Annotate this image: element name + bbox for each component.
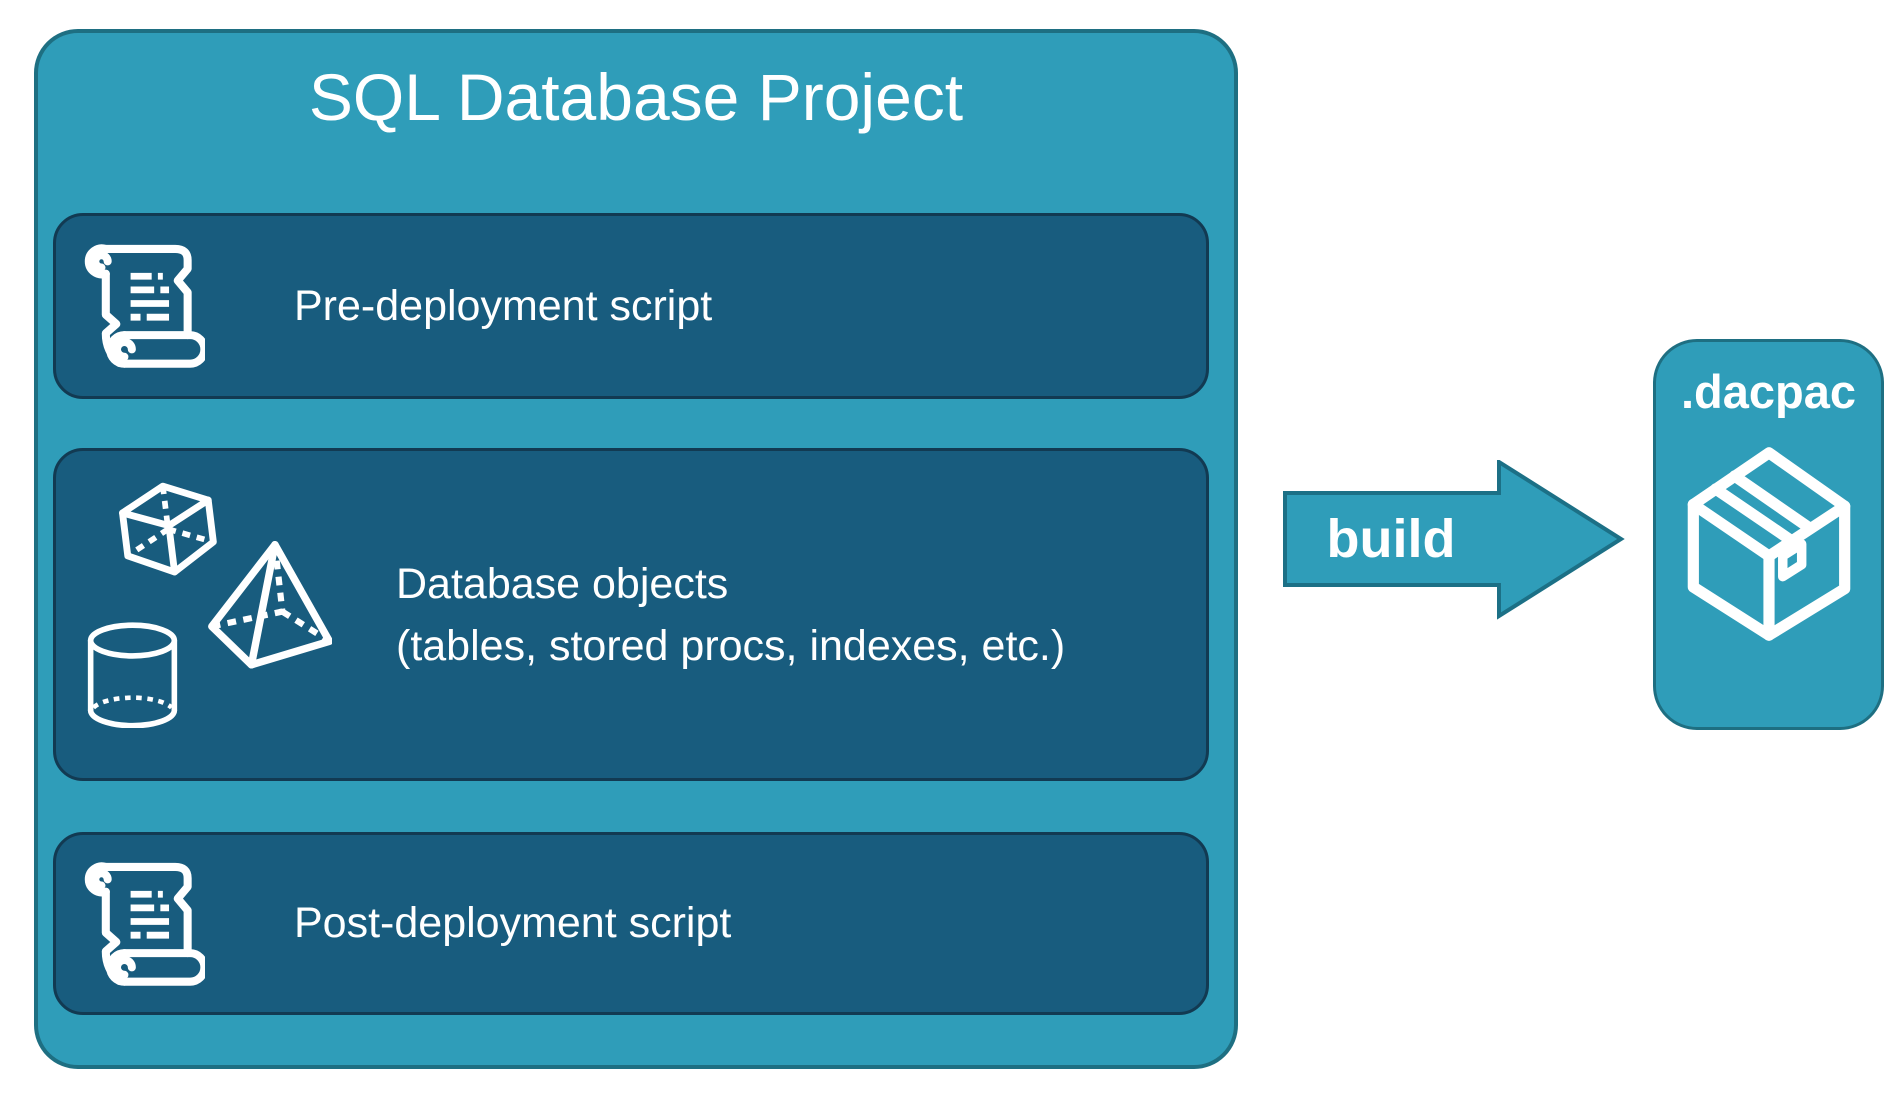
dacpac-box: .dacpac [1653, 339, 1884, 730]
dacpac-label: .dacpac [1680, 365, 1857, 418]
pyramid-icon [208, 541, 332, 671]
scroll-icon [81, 244, 205, 368]
database-objects-label: Database objects (tables, stored procs, … [396, 553, 1065, 677]
build-label: build [1326, 509, 1456, 569]
post-deployment-panel: Post-deployment script [53, 832, 1209, 1015]
build-arrow-shape [1283, 460, 1625, 620]
build-arrow [1283, 460, 1628, 620]
cube-icon [111, 471, 225, 585]
database-objects-label-line1: Database objects [396, 559, 729, 608]
cylinder-icon [86, 621, 179, 728]
pre-deployment-panel: Pre-deployment script [53, 213, 1209, 399]
database-objects-label-line2: (tables, stored procs, indexes, etc.) [396, 621, 1066, 670]
project-title: SQL Database Project [308, 60, 964, 134]
post-deployment-label: Post-deployment script [294, 899, 732, 947]
package-icon [1683, 439, 1855, 649]
pre-deployment-label: Pre-deployment script [294, 281, 713, 330]
scroll-icon [81, 861, 205, 986]
database-objects-panel: Database objects (tables, stored procs, … [53, 448, 1209, 781]
